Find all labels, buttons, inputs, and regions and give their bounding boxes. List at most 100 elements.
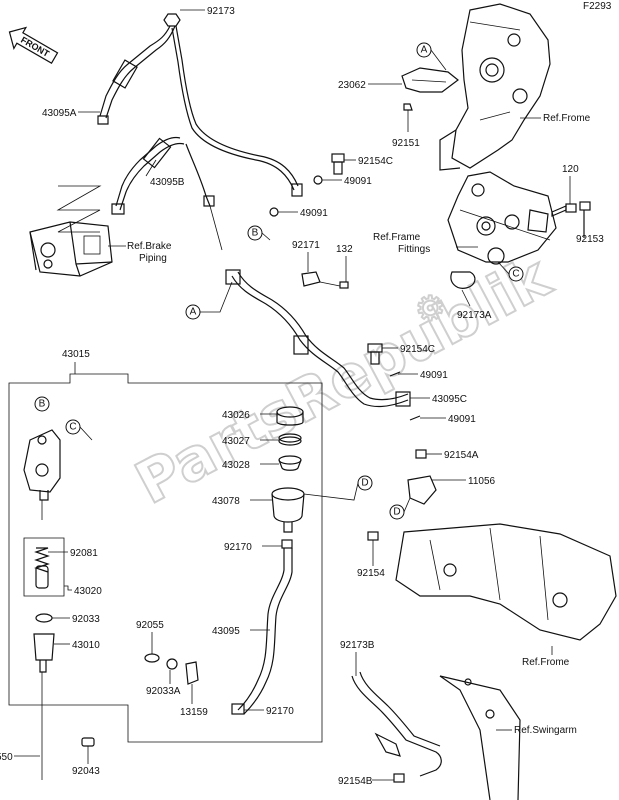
circlip-92033 xyxy=(35,613,53,623)
brake-pipe-43095B xyxy=(111,136,223,251)
brake-hose-main xyxy=(225,269,411,408)
clamp-92173A xyxy=(450,271,476,289)
label-49091-2: 49091 xyxy=(300,208,328,219)
label-49091-3: 49091 xyxy=(420,370,448,381)
svg-text:C: C xyxy=(512,269,519,280)
brake-pipe-long xyxy=(171,25,303,197)
reservoir-hose-43095 xyxy=(237,548,293,715)
label-120: 120 xyxy=(562,164,579,175)
brake-pipe-43095A xyxy=(97,13,181,125)
clamp-92170-top xyxy=(281,539,293,549)
abs-unit xyxy=(29,185,113,277)
diaphragm-43028 xyxy=(278,455,302,471)
svg-text:B: B xyxy=(39,399,46,410)
callout-b-top: B xyxy=(247,225,263,241)
frame-top-right xyxy=(439,3,551,171)
label-49091-4: 49091 xyxy=(448,414,476,425)
label-43095A: 43095A xyxy=(42,108,77,119)
svg-text:D: D xyxy=(361,478,368,489)
label-43010: 43010 xyxy=(72,640,100,651)
label-92173A: 92173A xyxy=(457,310,492,321)
assembly-box-43015 xyxy=(8,373,323,743)
label-43028: 43028 xyxy=(222,460,250,471)
spring-92081 xyxy=(34,547,50,573)
label-132: 132 xyxy=(336,244,353,255)
callout-a-mid: A xyxy=(185,304,201,320)
label-23062: 23062 xyxy=(338,80,366,91)
callout-d-mid: D xyxy=(357,475,373,491)
circlip-92033A xyxy=(166,658,178,670)
washer-49091-4 xyxy=(409,415,421,421)
bolt-120 xyxy=(551,203,577,217)
oring-92055 xyxy=(144,653,160,663)
washer-49091-3 xyxy=(389,371,401,377)
ref-frame-mid: Ref.Frome xyxy=(522,657,570,668)
piston-kit-box xyxy=(23,537,65,597)
label-92170-bottom: 92170 xyxy=(266,706,294,717)
diaphragm-plate-43027 xyxy=(278,433,302,446)
callout-a-top: A xyxy=(416,42,432,58)
label-92043: 92043 xyxy=(72,766,100,777)
ref-frame-fittings-line2: Fittings xyxy=(398,244,430,255)
label-43078: 43078 xyxy=(212,496,240,507)
label-43015: 43015 xyxy=(62,349,90,360)
label-11056: 11056 xyxy=(468,476,496,487)
bracket-11056 xyxy=(407,475,437,505)
svg-text:B: B xyxy=(252,228,259,239)
frame-mid-right xyxy=(395,523,617,641)
svg-text:D: D xyxy=(393,507,400,518)
label-92154C-top: 92154C xyxy=(358,156,393,167)
figure-code: F2293 xyxy=(583,1,612,12)
ref-frame-fittings-line1: Ref.Frame xyxy=(373,232,421,243)
frame-fittings xyxy=(447,171,557,265)
svg-text:C: C xyxy=(69,422,76,433)
washer-49091-2 xyxy=(269,207,279,217)
pin-92043 xyxy=(81,737,95,747)
label-43020: 43020 xyxy=(74,586,102,597)
label-92154B: 92154B xyxy=(338,776,373,787)
label-92033: 92033 xyxy=(72,614,100,625)
label-92154C-mid: 92154C xyxy=(400,344,435,355)
bolt-92154 xyxy=(367,531,379,541)
label-13159: 13159 xyxy=(180,707,208,718)
label-550: 550 xyxy=(0,752,13,763)
label-43026: 43026 xyxy=(222,410,250,421)
label-92055: 92055 xyxy=(136,620,164,631)
label-92173B: 92173B xyxy=(340,640,375,651)
label-92170-top: 92170 xyxy=(224,542,252,553)
washer-49091-1 xyxy=(313,175,323,185)
reservoir-43078 xyxy=(271,487,305,533)
label-43095B: 43095B xyxy=(150,177,185,188)
label-43027: 43027 xyxy=(222,436,250,447)
ref-frame-top: Ref.Frome xyxy=(543,113,591,124)
svg-text:A: A xyxy=(190,307,197,318)
callout-c-right: C xyxy=(508,266,524,282)
callout-c-left: C xyxy=(65,419,81,435)
callout-b-left: B xyxy=(34,396,50,412)
callout-d-right: D xyxy=(389,504,405,520)
label-43095C: 43095C xyxy=(432,394,467,405)
bracket-23062 xyxy=(401,67,459,132)
piston-43020 xyxy=(35,565,49,589)
label-92153: 92153 xyxy=(576,234,604,245)
fitting-13159 xyxy=(185,661,199,685)
watermark-gear-icon: ⚙ xyxy=(415,289,445,329)
label-43095: 43095 xyxy=(212,626,240,637)
clamp-92173B xyxy=(351,671,442,777)
swingarm xyxy=(439,675,521,800)
reservoir-cap-43026 xyxy=(276,406,304,426)
label-92081: 92081 xyxy=(70,548,98,559)
svg-text:A: A xyxy=(421,45,428,56)
ref-brake-piping-line1: Ref.Brake xyxy=(127,241,172,252)
bolt-92154A xyxy=(415,449,427,459)
clamp-92170-bottom xyxy=(231,703,245,715)
label-49091-1: 49091 xyxy=(344,176,372,187)
bolt-92153 xyxy=(579,201,591,238)
label-92151: 92151 xyxy=(392,138,420,149)
bolt-92154B xyxy=(393,773,405,783)
label-92171: 92171 xyxy=(292,240,320,251)
banjo-bolt-92154C-top xyxy=(331,153,345,175)
label-92033A: 92033A xyxy=(146,686,181,697)
front-arrow-icon: FRONT xyxy=(8,26,59,65)
